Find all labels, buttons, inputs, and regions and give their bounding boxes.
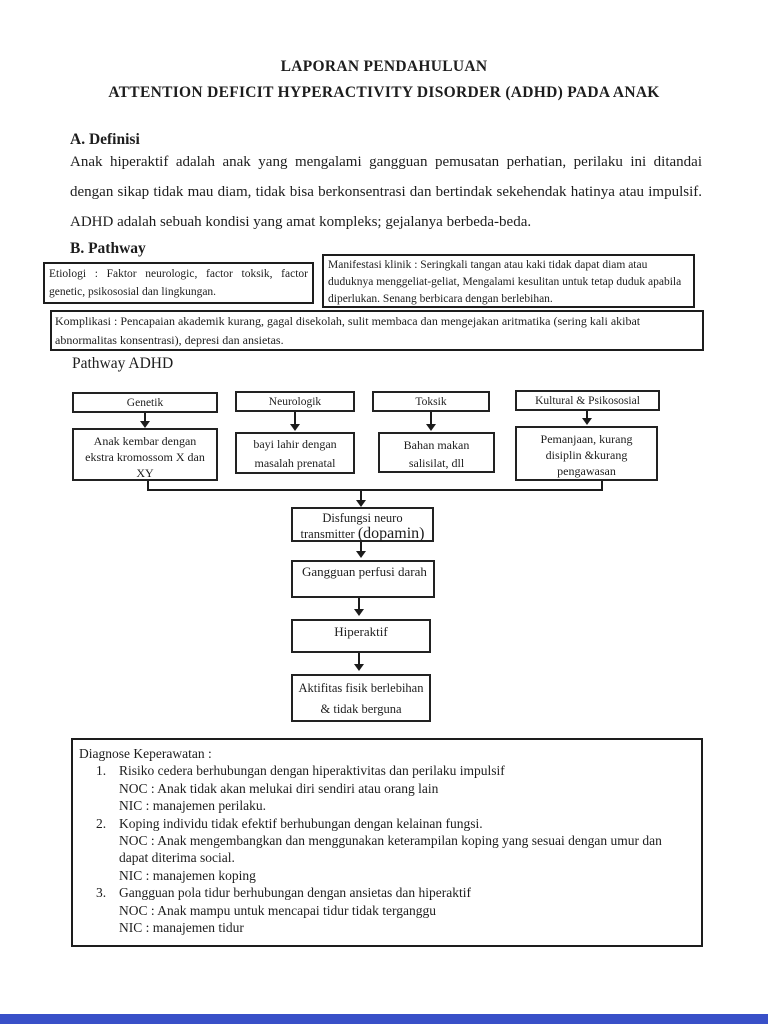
etiologi-box: Etiologi : Faktor neurologic, factor tok…: [43, 262, 314, 304]
flow-arrow-genetik: [140, 413, 150, 428]
diagnosa-line: Koping individu tidak efektif berhubunga…: [119, 815, 483, 831]
flow-box-anak-kembar: Anak kembar dengan ekstra kromossom X da…: [72, 428, 218, 481]
diagnosa-line: NIC : manajemen perilaku.: [119, 798, 266, 814]
flow-arrow-to-aktifitas: [354, 653, 364, 671]
flow-box-line: & tidak berguna: [320, 702, 402, 716]
flow-box-hiperaktif: Hiperaktif: [291, 619, 431, 653]
diagnosa-item-body: Koping individu tidak efektif berhubunga…: [119, 815, 693, 885]
diagnosa-line: Gangguan pola tidur berhubungan dengan a…: [119, 885, 472, 901]
viewer-footer-bar: [0, 1014, 768, 1024]
flow-box-line: XY: [136, 466, 154, 480]
document-subtitle: ATTENTION DEFICIT HYPERACTIVITY DISORDER…: [108, 84, 660, 101]
flow-arrow-to-hiperaktif: [354, 598, 364, 616]
flow-box-line: Anak kembar dengan: [93, 434, 197, 448]
flow-connector-right: [601, 481, 603, 491]
diagnosa-line: NOC : Anak mengembangkan dan menggunakan…: [119, 833, 662, 866]
flow-arrow-kultural: [582, 411, 592, 425]
flow-box-line: bayi lahir dengan: [253, 437, 337, 451]
flow-box-line: salisilat, dll: [408, 456, 465, 470]
flow-box-line: Bahan makan: [403, 438, 470, 452]
flow-arrow-neurologik: [290, 412, 300, 431]
diagnosa-item-number: 1.: [96, 763, 107, 779]
flow-box-bayi-lahir: bayi lahir dengan masalah prenatal: [235, 432, 355, 474]
flow-connector-horizontal: [147, 489, 603, 491]
flow-box-bahan-makan: Bahan makan salisilat, dll: [378, 432, 495, 473]
flow-box-gangguan: Gangguan perfusi darah: [291, 560, 435, 598]
flow-box-line: ekstra kromossom X dan: [85, 450, 205, 464]
section-a-heading: A. Definisi: [70, 131, 140, 148]
flow-arrow-to-disfungsi: [356, 491, 366, 507]
flow-box-line: Disfungsi neuro: [322, 511, 403, 525]
flow-box-line-part: (dopamin): [357, 525, 425, 542]
diagnosa-line: NOC : Anak tidak akan melukai diri sendi…: [119, 780, 439, 796]
pathway-diagram-label: Pathway ADHD: [72, 355, 174, 372]
flow-box-toksik: Toksik: [372, 391, 490, 412]
flow-box-kultural: Kultural & Psikososial: [515, 390, 660, 411]
flow-box-line: masalah prenatal: [254, 456, 336, 470]
diagnosa-item-number: 2.: [96, 815, 107, 831]
flow-box-pemanjaan: Pemanjaan, kurang disiplin &kurang penga…: [515, 426, 658, 481]
flow-box-line: disiplin &kurang: [545, 448, 628, 462]
flow-connector-left: [147, 481, 149, 491]
diagnosa-item-body: Risiko cedera berhubungan dengan hiperak…: [119, 762, 693, 814]
diagnosa-line: NIC : manajemen koping: [119, 867, 256, 883]
diagnosa-line: NIC : manajemen tidur: [119, 920, 244, 936]
flow-box-line: transmitter (dopamin): [293, 526, 432, 542]
flow-box-disfungsi: Disfungsi neuro transmitter (dopamin): [291, 507, 434, 542]
section-b-heading: B. Pathway: [70, 240, 146, 257]
diagnosa-box: Diagnose Keperawatan : 1. Risiko cedera …: [71, 738, 703, 947]
diagnosa-item: 2. Koping individu tidak efektif berhubu…: [79, 815, 693, 885]
diagnosa-item: 3. Gangguan pola tidur berhubungan denga…: [79, 884, 693, 936]
flow-arrow-toksik: [426, 412, 436, 431]
flow-arrow-to-gangguan: [356, 542, 366, 558]
flow-box-line: Aktifitas fisik berlebihan: [298, 681, 424, 695]
diagnosa-line: Risiko cedera berhubungan dengan hiperak…: [119, 763, 505, 779]
manifestasi-klinik-box: Manifestasi klinik : Seringkali tangan a…: [322, 254, 695, 308]
flow-box-line: pengawasan: [557, 464, 616, 478]
flow-box-neurologik: Neurologik: [235, 391, 355, 412]
diagnosa-heading: Diagnose Keperawatan :: [79, 746, 212, 761]
definisi-paragraph: Anak hiperaktif adalah anak yang mengala…: [70, 154, 702, 230]
diagnosa-line: NOC : Anak mampu untuk mencapai tidur ti…: [119, 902, 436, 918]
diagnosa-item-body: Gangguan pola tidur berhubungan dengan a…: [119, 884, 693, 936]
flow-box-line-part: transmitter: [300, 527, 355, 541]
document-title: LAPORAN PENDAHULUAN: [280, 58, 488, 75]
diagnosa-item-number: 3.: [96, 885, 107, 901]
flow-box-aktifitas: Aktifitas fisik berlebihan & tidak bergu…: [291, 674, 431, 722]
diagnosa-item: 1. Risiko cedera berhubungan dengan hipe…: [79, 762, 693, 814]
flow-box-line: Pemanjaan, kurang: [540, 432, 633, 446]
komplikasi-box: Komplikasi : Pencapaian akademik kurang,…: [50, 310, 704, 351]
flow-box-genetik: Genetik: [72, 392, 218, 413]
